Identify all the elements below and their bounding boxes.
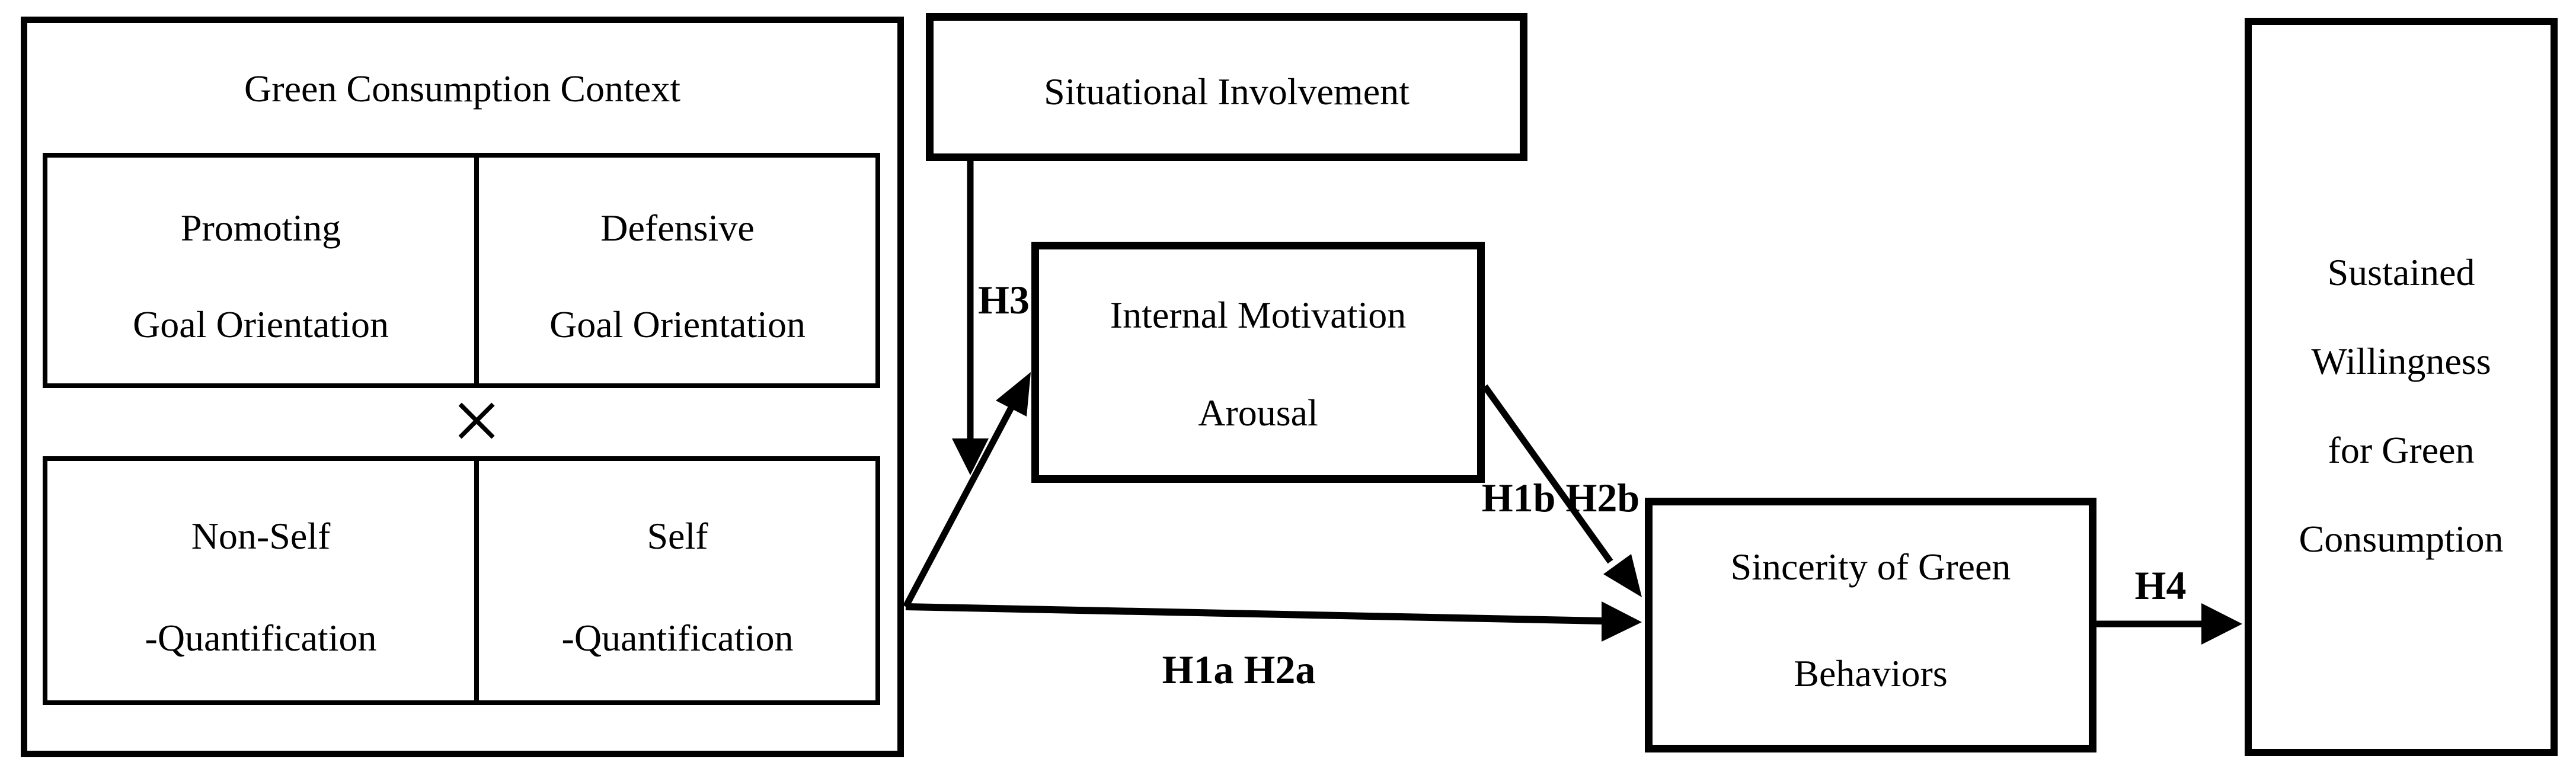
h3-label: H3: [978, 277, 1030, 322]
situational-involvement-label: Situational Involvement: [1044, 71, 1410, 113]
non-self-cell-line2: -Quantification: [145, 617, 377, 659]
sustained-line1: Sustained: [2327, 251, 2475, 293]
h1b-h2b-arrow: [1482, 384, 1642, 597]
moderation-arrow: [903, 372, 1031, 609]
h1b-h2b-label: H1b H2b: [1481, 475, 1640, 520]
sustained-willingness-box: [2245, 18, 2558, 756]
h4-arrow: [2096, 603, 2242, 645]
internal-motivation-arousal-box: [1031, 242, 1485, 483]
self-cell-line2: -Quantification: [561, 617, 794, 659]
interaction-times-symbol: ×: [451, 372, 502, 470]
defensive-cell-line1: Defensive: [600, 207, 755, 249]
goal-orientation-row-divider: [474, 153, 479, 388]
internal-motivation-line1: Internal Motivation: [1110, 294, 1407, 336]
self-cell-line1: Self: [647, 515, 708, 557]
situational-involvement-box: [926, 13, 1527, 161]
sustained-line2: Willingness: [2311, 340, 2491, 382]
sustained-line4: Consumption: [2299, 518, 2504, 560]
sincerity-of-green-behaviors-box: [1645, 498, 2096, 752]
quantification-row-divider: [474, 456, 479, 705]
h1a-h2a-arrow: [905, 601, 1642, 642]
h4-label: H4: [2134, 563, 2187, 608]
quantification-row-box: [43, 456, 880, 705]
sincerity-line2: Behaviors: [1794, 652, 1948, 694]
green-consumption-context-title: Green Consumption Context: [244, 68, 680, 110]
defensive-cell-line2: Goal Orientation: [549, 303, 806, 345]
non-self-cell-line1: Non-Self: [191, 515, 331, 557]
h1a-h2a-label: H1a H2a: [1162, 647, 1316, 692]
sincerity-line1: Sincerity of Green: [1730, 546, 2011, 588]
h3-arrow: [952, 161, 989, 475]
promoting-cell-line1: Promoting: [180, 207, 341, 249]
goal-orientation-row-box: [43, 153, 880, 388]
promoting-cell-line2: Goal Orientation: [133, 303, 389, 345]
internal-motivation-line2: Arousal: [1198, 392, 1318, 434]
sustained-line3: for Green: [2328, 429, 2475, 471]
